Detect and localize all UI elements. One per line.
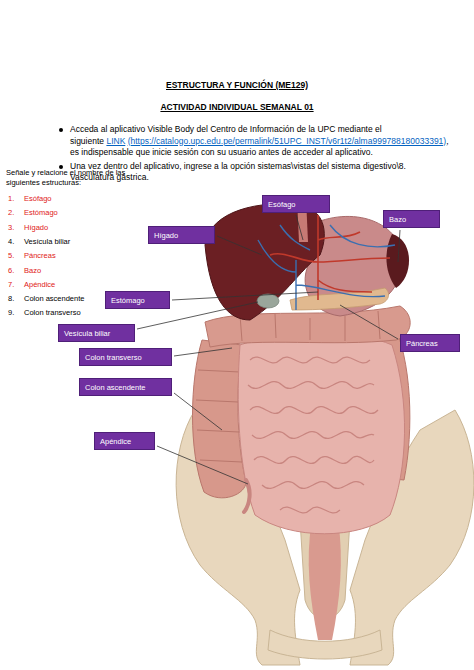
appendix: [244, 480, 250, 512]
pancreas: [290, 288, 389, 310]
list-number: 4.: [8, 237, 14, 246]
colon-haustra: [196, 370, 242, 462]
leader-line: [174, 348, 232, 356]
url-text: (https://catalogo.upc.edu.pe/permalink/5…: [128, 136, 446, 146]
callout-box: Hígado: [148, 226, 215, 244]
callout-label: Colon transverso: [85, 353, 142, 362]
small-intestine: [238, 334, 404, 534]
callout-box: Vesícula biliar: [58, 324, 135, 342]
list-number: 2.: [8, 208, 14, 217]
list-number: 5.: [8, 251, 14, 260]
document-subtitle: ACTIVIDAD INDIVIDUAL SEMANAL 01: [0, 102, 474, 112]
list-item: Estómago: [24, 208, 58, 217]
list-item: Apéndice: [24, 280, 55, 289]
callout-label: Bazo: [389, 215, 406, 224]
list-item: Vesícula biliar: [24, 237, 70, 246]
callout-box: Colon ascendente: [79, 378, 172, 396]
bullet-item: Acceda al aplicativo Visible Body del Ce…: [70, 124, 448, 159]
callout-label: Esófago: [268, 200, 296, 209]
list-heading: Señale y relacione el nombre de las sigu…: [6, 168, 156, 188]
list-number: 8.: [8, 294, 14, 303]
callout-box: Esófago: [262, 195, 330, 213]
bullet-dot: [59, 165, 63, 169]
artery: [270, 215, 390, 300]
callout-label: Páncreas: [406, 339, 438, 348]
bullet-dot: [59, 128, 63, 132]
callout-box: Estómago: [105, 291, 170, 309]
callout-label: Hígado: [154, 231, 178, 240]
callout-box: Bazo: [383, 210, 440, 228]
callout-box: Colon transverso: [79, 348, 172, 366]
callout-box: Páncreas: [400, 334, 460, 352]
document-title: ESTRUCTURA Y FUNCIÓN (ME129): [0, 80, 474, 90]
leader-line: [296, 215, 303, 240]
list-number: 9.: [8, 308, 14, 317]
list-item: Páncreas: [24, 251, 56, 260]
leader-line: [398, 230, 400, 262]
callout-label: Vesícula biliar: [64, 329, 110, 338]
link-text: LINK: [106, 136, 125, 146]
callout-box: Apéndice: [94, 432, 155, 450]
leader-line: [217, 236, 262, 255]
instructions: Acceda al aplicativo Visible Body del Ce…: [70, 124, 448, 184]
list-item: Esófago: [24, 194, 52, 203]
ascending-colon: [193, 340, 247, 498]
vein: [258, 225, 395, 310]
list-number: 3.: [8, 223, 14, 232]
leader-line: [172, 292, 318, 300]
rectum: [309, 520, 341, 640]
list-number: 1.: [8, 194, 14, 203]
leader-lines: [137, 215, 400, 484]
leader-line: [157, 446, 248, 484]
gallbladder: [257, 294, 279, 308]
bullet-item: Una vez dentro del aplicativo, ingrese a…: [70, 161, 448, 184]
list-number: 7.: [8, 280, 14, 289]
leader-line: [340, 305, 398, 339]
list-item: Bazo: [24, 266, 41, 275]
list-number: 6.: [8, 266, 14, 275]
list-item: Hígado: [24, 223, 48, 232]
list-item: Colon transverso: [24, 308, 81, 317]
intestine-loops: [248, 357, 378, 513]
callout-label: Colon ascendente: [85, 383, 145, 392]
leader-line: [174, 393, 222, 430]
colon-haustra: [240, 311, 380, 341]
list-item: Colon ascendente: [24, 294, 84, 303]
callout-label: Apéndice: [100, 437, 131, 446]
callout-label: Estómago: [111, 296, 145, 305]
